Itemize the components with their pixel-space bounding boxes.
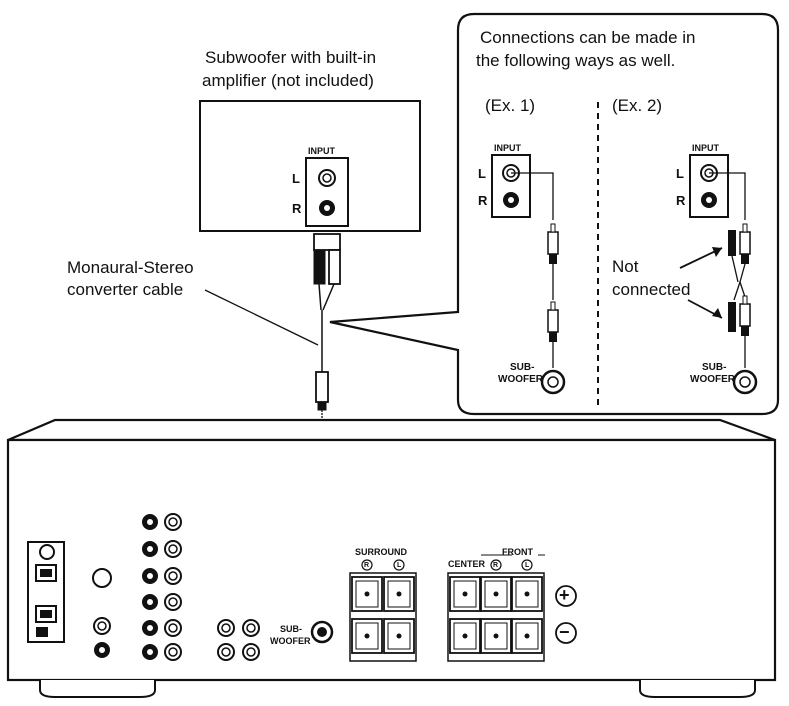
subwoofer-right-label: R — [292, 201, 302, 216]
receiver-rear-panel — [6, 418, 777, 698]
ex2-input-label: INPUT — [692, 143, 719, 153]
front-label: FRONT — [502, 547, 533, 557]
ex2-sub-line1: SUB- — [702, 362, 727, 373]
plus-symbol: + — [559, 585, 570, 605]
surround-l-mark: L — [397, 562, 402, 569]
not-connected-line2: connected — [612, 280, 691, 299]
subwoofer-title-line2: amplifier (not included) — [202, 71, 374, 90]
ex1-input-label: INPUT — [494, 143, 521, 153]
callout-title-line1: Connections can be made in — [480, 28, 696, 47]
ex1-label: (Ex. 1) — [485, 96, 536, 115]
ex1-sub-line1: SUB- — [510, 362, 535, 373]
surround-r-mark: R — [364, 562, 370, 569]
cable-label-line2: converter cable — [67, 280, 184, 299]
callout-bubble — [329, 12, 780, 416]
ex2-input-panel — [679, 154, 758, 395]
subwoofer-input-label: INPUT — [308, 146, 335, 156]
ex2-sub-line2: WOOFER — [690, 374, 735, 385]
ex2-left-label: L — [676, 166, 684, 181]
cable-label-line1: Monaural-Stereo — [67, 258, 194, 277]
ex2-label: (Ex. 2) — [612, 96, 663, 115]
ex1-input-panel — [491, 154, 566, 395]
receiver-sub-line1: SUB- — [280, 624, 302, 634]
front-l-mark: L — [525, 562, 530, 569]
subwoofer-unit — [199, 100, 421, 232]
receiver-sub-line2: WOOFER — [270, 636, 311, 646]
ex1-sub-line2: WOOFER — [498, 374, 543, 385]
subwoofer-left-label: L — [292, 171, 300, 186]
ex1-right-label: R — [478, 193, 488, 208]
callout-title-line2: the following ways as well. — [476, 51, 676, 70]
front-r-mark: R — [493, 562, 499, 569]
center-label: CENTER — [448, 559, 486, 569]
ex1-left-label: L — [478, 166, 486, 181]
minus-symbol: − — [559, 622, 570, 642]
surround-label: SURROUND — [355, 547, 408, 557]
ex2-right-label: R — [676, 193, 686, 208]
not-connected-line1: Not — [612, 257, 639, 276]
cable-pointer — [204, 289, 319, 346]
subwoofer-title-line1: Subwoofer with built-in — [205, 48, 377, 67]
